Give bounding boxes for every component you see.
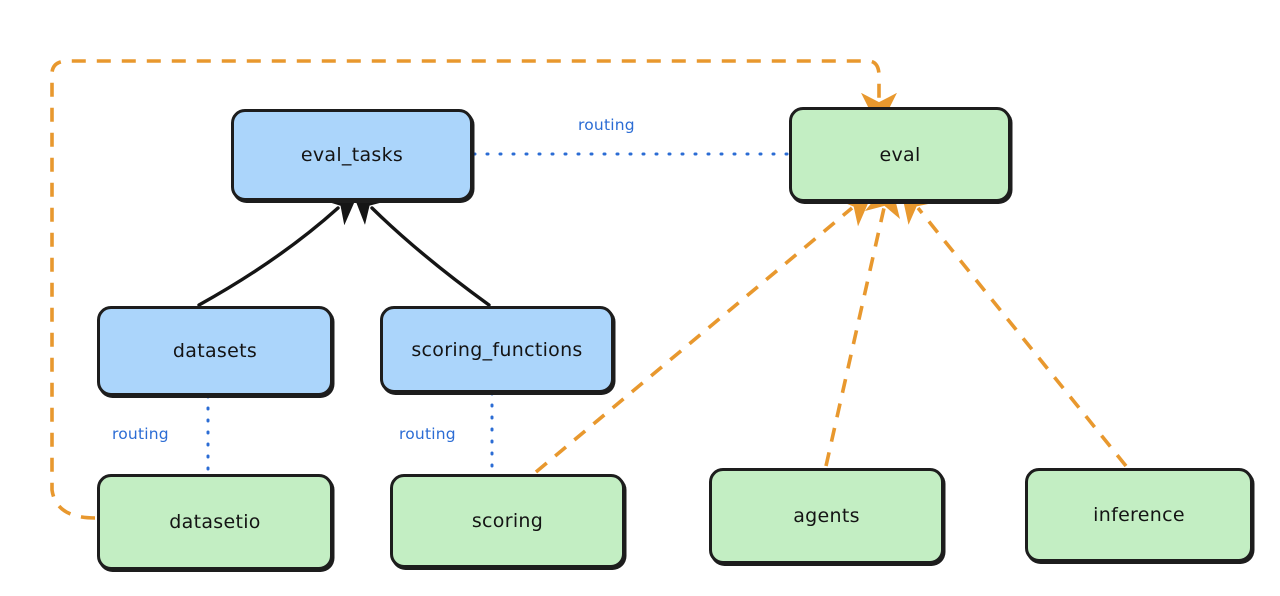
node-label-datasets: datasets (172, 340, 258, 362)
node-datasets[interactable]: datasets (97, 306, 333, 396)
node-label-eval_tasks: eval_tasks (300, 144, 404, 166)
node-inference[interactable]: inference (1025, 468, 1253, 562)
node-scoring[interactable]: scoring (390, 474, 625, 568)
node-label-eval: eval (879, 143, 921, 166)
node-label-agents: agents (793, 505, 860, 527)
node-datasetio[interactable]: datasetio (97, 474, 333, 570)
node-eval_tasks[interactable]: eval_tasks (231, 109, 473, 201)
node-label-datasetio: datasetio (169, 511, 261, 533)
edge-label-routing-eval: routing (578, 116, 635, 134)
edge-inference-eval (899, 185, 1128, 468)
edge-label-routing-scoring: routing (399, 425, 456, 443)
node-label-inference: inference (1093, 504, 1185, 526)
node-label-scoring_functions: scoring_functions (411, 338, 583, 361)
edge-label-routing-datasets: routing (112, 425, 169, 443)
node-agents[interactable]: agents (709, 468, 944, 564)
edge-datasets-eval_tasks (197, 187, 361, 307)
node-eval[interactable]: eval (789, 107, 1011, 202)
edge-datasetio-eval (50, 59, 897, 520)
edge-scoring_functions-eval_tasks (350, 186, 491, 307)
node-scoring_functions[interactable]: scoring_functions (380, 306, 614, 393)
node-label-scoring: scoring (471, 510, 544, 532)
edge-scoring-eval (534, 189, 875, 474)
edge-agents-eval (824, 179, 900, 467)
